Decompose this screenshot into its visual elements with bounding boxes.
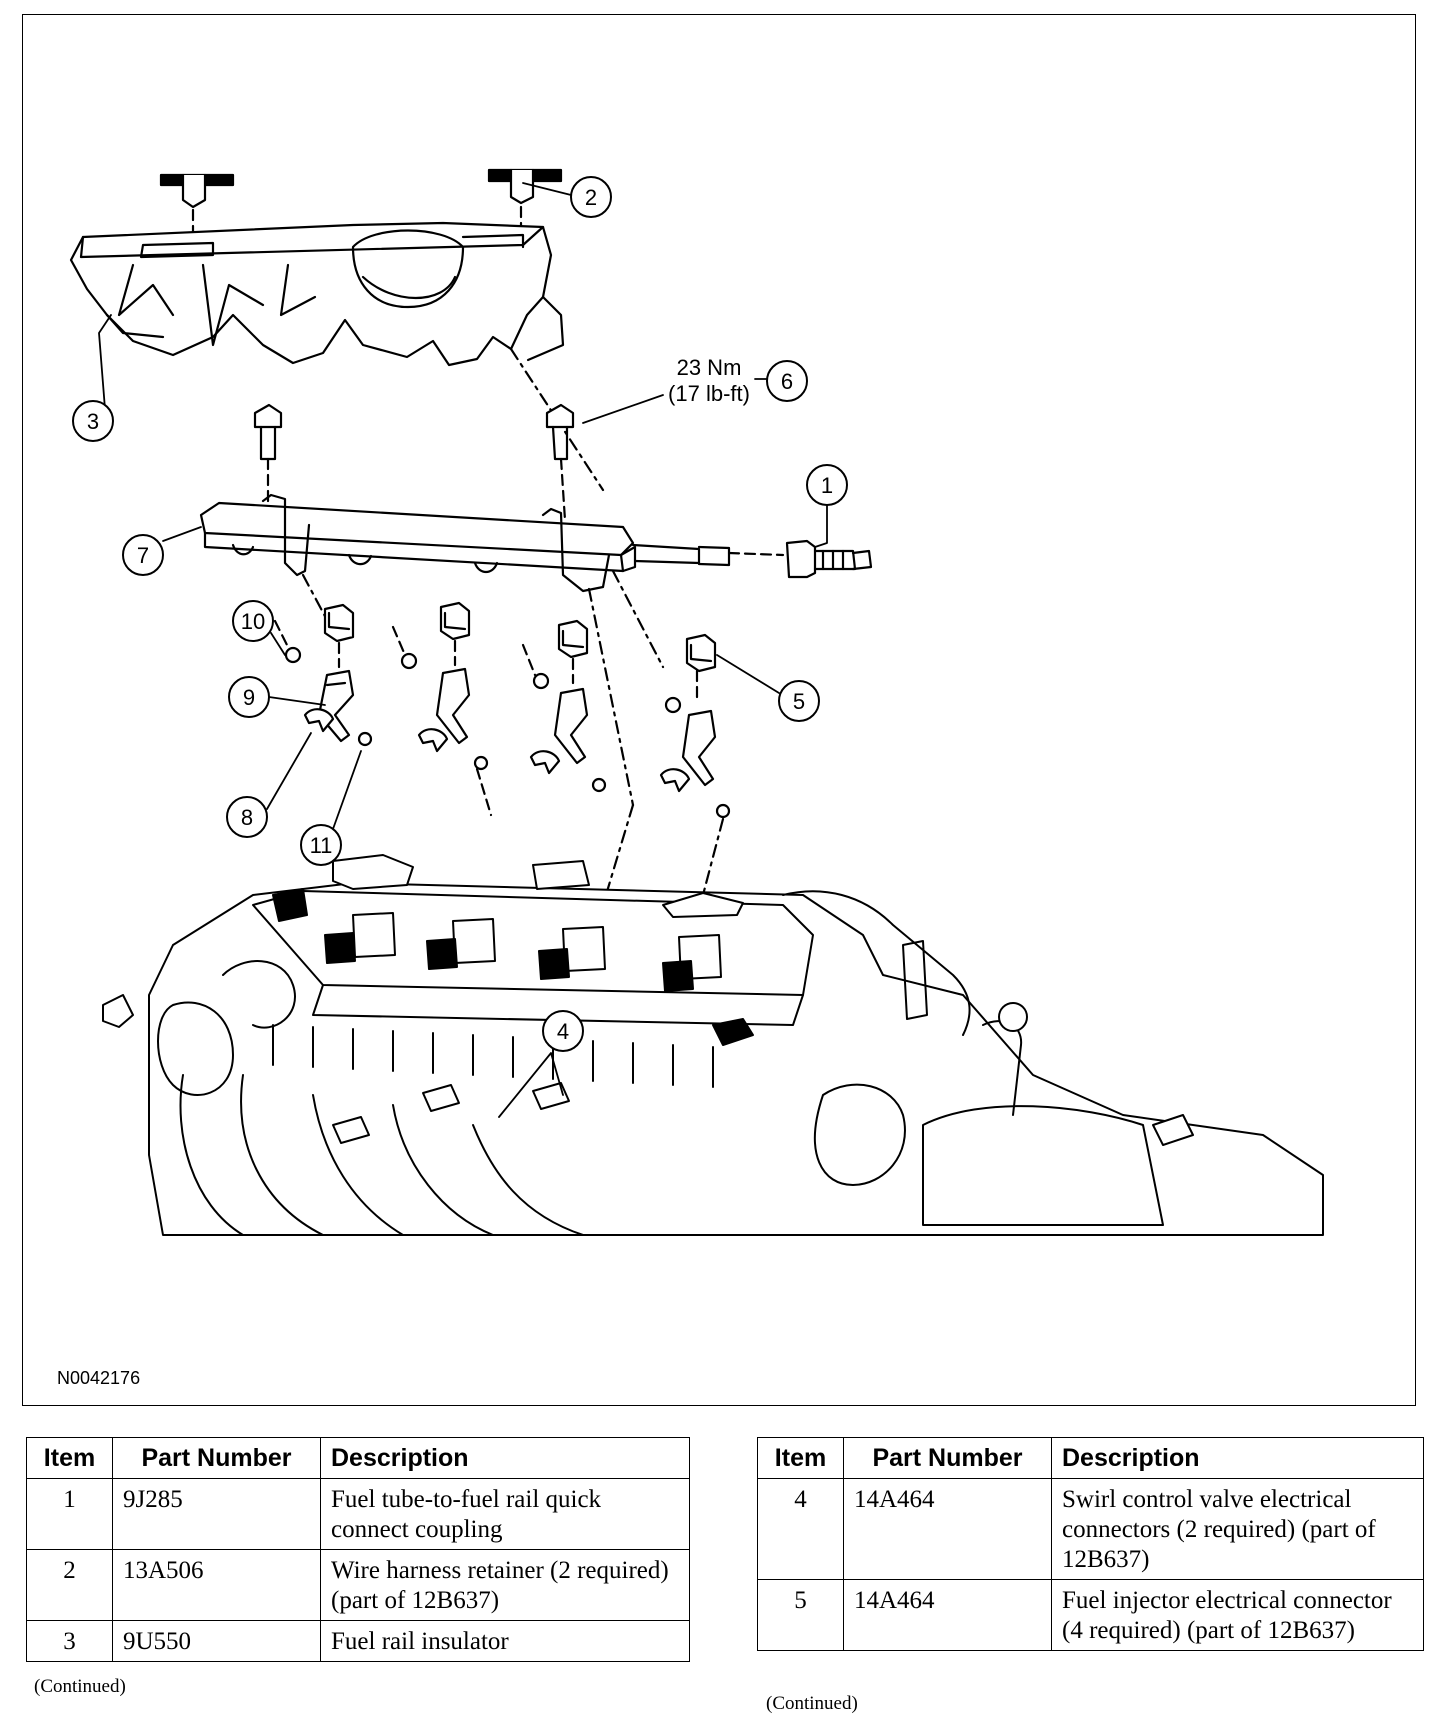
cell-item: 3 bbox=[26, 1620, 113, 1662]
table-row: 5 14A464 Fuel injector electrical connec… bbox=[757, 1579, 1424, 1651]
callout-leaders bbox=[98, 182, 828, 1118]
continued-note-left: (Continued) bbox=[34, 1676, 126, 1697]
engine-assembly bbox=[102, 854, 1324, 1236]
col-header-item: Item bbox=[26, 1437, 113, 1479]
cell-part-number: 14A464 bbox=[843, 1478, 1052, 1580]
cell-part-number: 9J285 bbox=[112, 1478, 321, 1550]
fuel-rail bbox=[199, 493, 785, 807]
table-header-row: Item Part Number Description bbox=[757, 1437, 1424, 1479]
callout-markers bbox=[72, 176, 848, 1052]
cell-description: Fuel rail insulator bbox=[320, 1620, 690, 1662]
col-header-part-number: Part Number bbox=[112, 1437, 321, 1479]
cell-item: 2 bbox=[26, 1549, 113, 1621]
cell-part-number: 14A464 bbox=[843, 1579, 1052, 1651]
cell-description: Fuel tube-to-fuel rail quick connect cou… bbox=[320, 1478, 690, 1550]
callout-6: 6 bbox=[781, 369, 793, 394]
fuel-rail-bolts bbox=[253, 403, 575, 522]
engine-fuel-rail-illustration: 2 3 6 1 7 10 9 5 8 11 4 23 Nm (17 lb-ft) bbox=[69, 168, 1324, 1236]
cell-item: 1 bbox=[26, 1478, 113, 1550]
figure-id: N0042176 bbox=[57, 1368, 141, 1388]
callout-10: 10 bbox=[241, 609, 265, 634]
fuel-rail-insulator bbox=[69, 221, 605, 492]
callout-1: 1 bbox=[821, 473, 833, 498]
cell-part-number: 9U550 bbox=[112, 1620, 321, 1662]
col-header-description: Description bbox=[320, 1437, 690, 1479]
table-row: 1 9J285 Fuel tube-to-fuel rail quick con… bbox=[26, 1478, 690, 1550]
continued-note-right: (Continued) bbox=[766, 1693, 858, 1714]
callout-11: 11 bbox=[310, 833, 333, 858]
parts-table-right: Item Part Number Description 4 14A464 Sw… bbox=[757, 1437, 1424, 1651]
parts-table-left: Item Part Number Description 1 9J285 Fue… bbox=[26, 1437, 690, 1662]
cell-part-number: 13A506 bbox=[112, 1549, 321, 1621]
col-header-description: Description bbox=[1051, 1437, 1424, 1479]
torque-imperial: (17 lb-ft) bbox=[668, 381, 750, 406]
callout-8: 8 bbox=[241, 805, 253, 830]
callout-3: 3 bbox=[87, 409, 99, 434]
col-header-item: Item bbox=[757, 1437, 844, 1479]
table-header-row: Item Part Number Description bbox=[26, 1437, 690, 1479]
torque-metric: 23 Nm bbox=[677, 355, 742, 380]
torque-spec: 23 Nm (17 lb-ft) bbox=[668, 355, 750, 406]
callout-numbers: 2 3 6 1 7 10 9 5 8 11 4 bbox=[87, 185, 833, 1044]
table-row: 2 13A506 Wire harness retainer (2 requir… bbox=[26, 1549, 690, 1621]
exploded-view-figure: 2 3 6 1 7 10 9 5 8 11 4 23 Nm (17 lb-ft)… bbox=[22, 14, 1416, 1406]
quick-connect-coupling bbox=[785, 539, 873, 579]
table-row: 4 14A464 Swirl control valve electrical … bbox=[757, 1478, 1424, 1580]
callout-7: 7 bbox=[137, 543, 149, 568]
cell-item: 5 bbox=[757, 1579, 844, 1651]
col-header-part-number: Part Number bbox=[843, 1437, 1052, 1479]
cell-item: 4 bbox=[757, 1478, 844, 1580]
cell-description: Swirl control valve electrical connector… bbox=[1051, 1478, 1424, 1580]
callout-5: 5 bbox=[793, 689, 805, 714]
cell-description: Wire harness retainer (2 required) (part… bbox=[320, 1549, 690, 1621]
cell-description: Fuel injector electrical connector (4 re… bbox=[1051, 1579, 1424, 1651]
callout-9: 9 bbox=[243, 685, 255, 710]
callout-2: 2 bbox=[585, 185, 597, 210]
callout-4: 4 bbox=[557, 1019, 569, 1044]
table-row: 3 9U550 Fuel rail insulator bbox=[26, 1620, 690, 1662]
